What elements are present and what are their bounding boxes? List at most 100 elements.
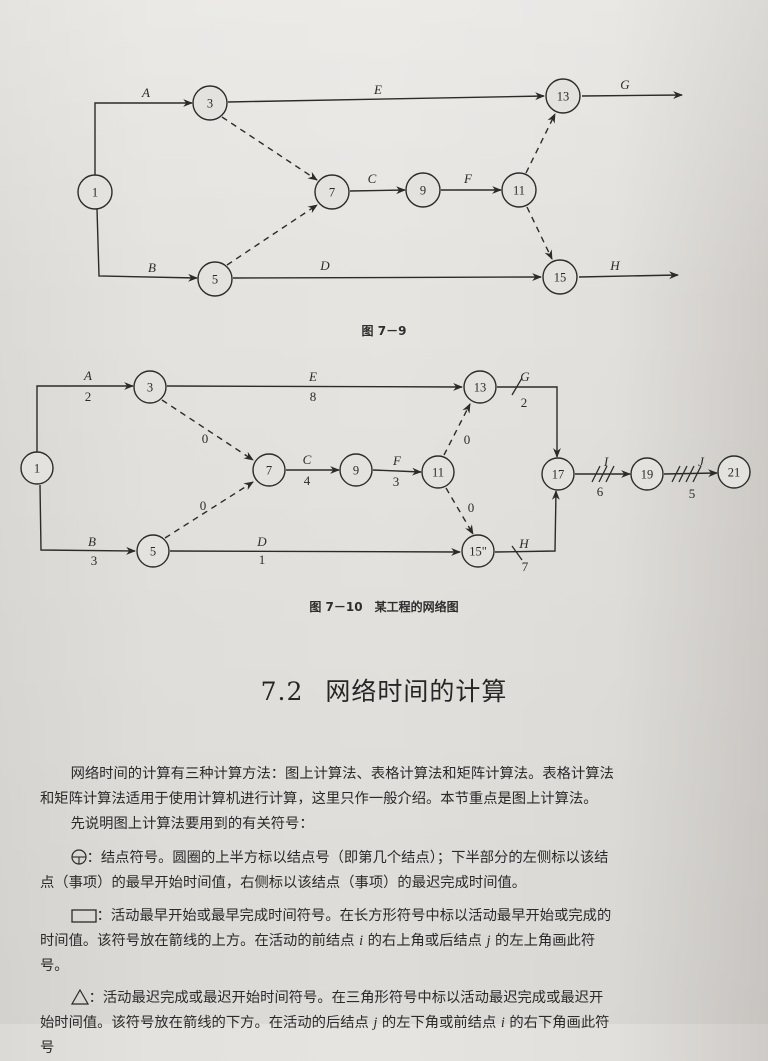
text-line: 和矩阵计算法适用于使用计算机进行计算，这里只作一般介绍。本节重点是图上计算法。 [40,791,598,807]
activity-f-arrow [372,467,422,476]
duration-dummy-11-15: 0 [468,500,475,515]
svg-text:7: 7 [329,186,335,200]
slash-mark-g [511,377,523,396]
activity-e-arrow [227,92,545,103]
node-15: 15" [461,534,495,568]
figure-7-10-caption: 图 7－10 某工程的网络图 [309,600,459,614]
triangle-symbol-icon [70,989,89,1005]
svg-text:11: 11 [513,184,525,198]
text-line: 网络时间的计算有三种计算方法：图上计算法、表格计算法和矩阵计算法。表格计算法 [70,766,614,782]
activity-a-arrow [94,99,193,175]
activity-label-i: I [603,454,609,469]
duration-a: 2 [85,389,92,404]
activity-label-e: E [308,369,317,384]
rectangle-symbol-icon [70,909,97,923]
duration-dummy-11-13: 0 [464,432,471,447]
activity-label-d: D [319,258,330,273]
text-line: 的右下角画此符 [504,1015,610,1031]
section-title: 网络时间的计算 [325,677,508,706]
duration-e: 8 [310,389,317,404]
duration-dummy-3-7: 0 [202,431,209,446]
activity-a-arrow [36,382,134,452]
text-line: ：活动最早开始或最早完成时间符号。在长方形符号中标以活动最早开始或完成的 [96,908,612,924]
activity-label-g: G [520,369,530,384]
text-line: 始时间值。该符号放在箭线的下方。在活动的后结点 [40,1015,374,1031]
node-19: 19 [630,457,664,491]
activity-label-b: B [88,534,96,549]
node-5: 5 [197,261,233,297]
text-line: 先说明图上计算法要用到的有关符号： [70,816,314,832]
dummy-3-7-arrow [161,399,254,461]
svg-text:11: 11 [432,466,444,480]
svg-text:5: 5 [150,545,156,559]
node-7: 7 [314,174,350,210]
activity-label-a: A [83,368,92,383]
svg-text:21: 21 [728,466,741,480]
activity-d-arrow [169,548,461,556]
text-line: ：结点符号。圆圈的上半方标以结点号（即第几个结点）；下半部分的左侧标以该结 [86,850,609,866]
activity-c-arrow [349,186,406,195]
svg-text:13: 13 [557,90,570,104]
activity-label-c: C [368,171,377,186]
svg-text:9: 9 [353,464,359,478]
node-13: 13 [545,78,581,114]
svg-text:13: 13 [474,381,487,395]
dummy-3-7-arrow [221,116,318,181]
text-line: 号。 [40,958,69,974]
svg-text:15": 15" [469,545,487,559]
activity-label-g: G [620,77,630,92]
node-1: 1 [77,174,113,210]
text-line: 号 [40,1040,55,1056]
activity-label-c: C [303,452,312,467]
duration-c: 4 [304,473,311,488]
paragraph-methods: 网络时间的计算有三种计算方法：图上计算法、表格计算法和矩阵计算法。表格计算法 和… [40,762,762,837]
text-line: 点（事项）的最早开始时间值，右侧标以该结点（事项）的最迟完成时间值。 [40,875,527,891]
activity-h-arrow [494,490,560,553]
slash-mark-h [511,545,523,561]
activity-g-arrow [581,91,683,100]
duration-dummy-5-7: 0 [200,498,207,513]
text-line: 的左下角或前结点 [377,1015,501,1031]
text-line: 的左上角画此符 [490,933,596,949]
activity-label-h: H [518,536,529,551]
duration-f: 3 [393,474,400,489]
node-circle-symbol-icon [70,849,87,865]
node-5: 5 [136,534,170,568]
activity-b-arrow [39,484,136,555]
duration-i: 6 [597,484,604,499]
activity-label-e: E [373,82,382,97]
duration-b: 3 [91,553,98,568]
node-9: 9 [339,453,373,487]
node-21: 21 [717,455,751,489]
activity-label-h: H [609,258,620,273]
activity-d-arrow [232,273,542,281]
node-17: 17 [541,457,575,491]
node-11: 11 [421,455,455,489]
paragraph-rectangle-symbol: ：活动最早开始或最早完成时间符号。在长方形符号中标以活动最早开始或完成的 时间值… [40,904,762,979]
svg-text:1: 1 [34,462,40,476]
text-line: 时间值。该符号放在箭线的上方。在活动的前结点 [40,933,360,949]
activity-h-arrow [578,271,679,280]
node-3: 3 [192,85,228,121]
node-7: 7 [252,453,286,487]
node-13: 13 [463,370,497,404]
variable-j: j [486,933,491,949]
activity-label-b: B [148,260,156,275]
activity-b-arrow [96,208,198,282]
activity-label-a: A [141,85,150,100]
figure-7-9-caption: 图 7－9 [361,324,407,338]
slash-marks-j [671,465,702,483]
activity-e-arrow [166,383,463,391]
variable-i: i [359,933,364,949]
dummy-11-15-arrow [445,487,474,535]
section-number: 7.2 [260,677,304,706]
svg-text:7: 7 [266,464,272,478]
dummy-5-7-arrow [226,204,318,266]
dummy-5-7-arrow [164,481,254,539]
duration-g: 2 [521,395,528,410]
slash-marks-i [591,465,615,483]
activity-label-j: J [698,454,705,469]
section-heading: 7.2 网络时间的计算 [0,672,768,708]
activity-label-d: D [256,534,267,549]
